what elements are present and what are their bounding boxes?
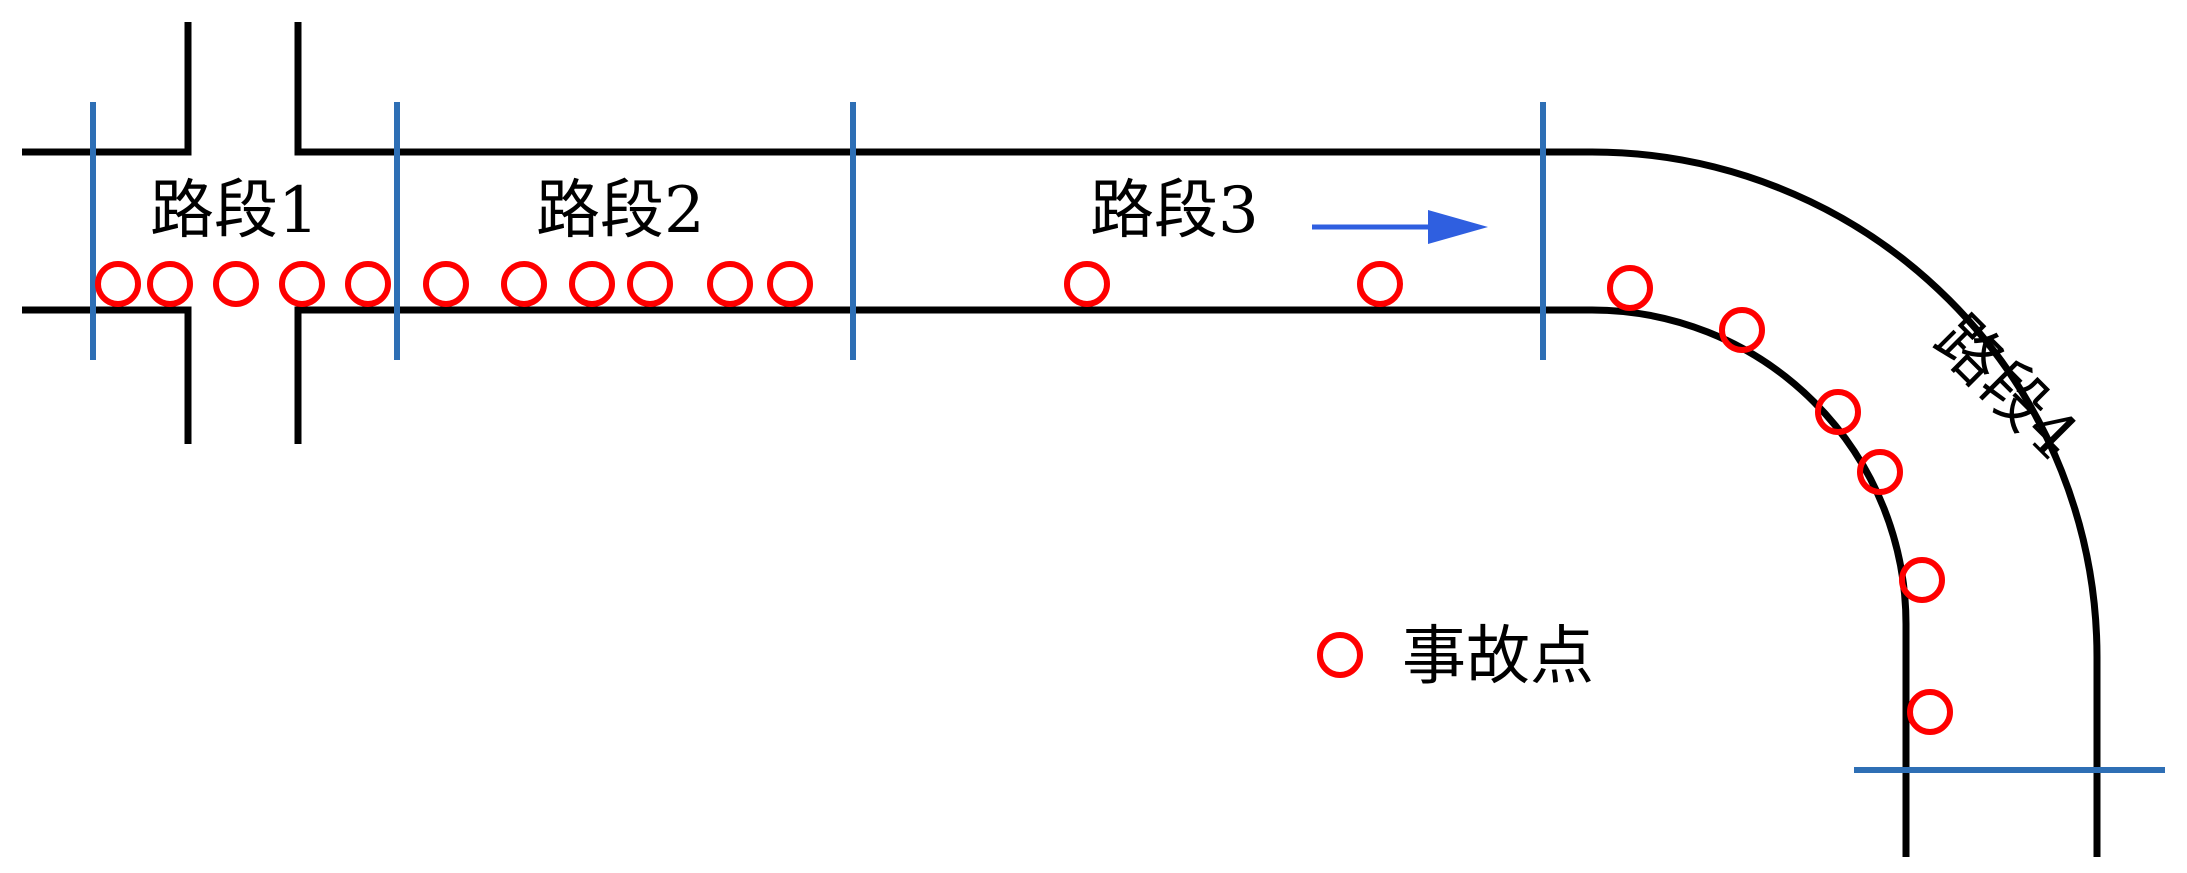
accident-point [213,261,259,307]
accident-point [1815,389,1861,435]
accident-point [147,261,193,307]
segment-dividers [90,102,2165,773]
road-bottom-edge-left [22,306,192,444]
road-top-edge-left [22,22,192,156]
legend: 事故点 [1317,620,1594,694]
accident-point [1357,261,1403,307]
accident-point [627,261,673,307]
accident-point [1907,689,1953,735]
segment-label-3: 路段3 [1090,174,1259,248]
legend-accident-marker [1317,632,1363,678]
road-top-edge [294,22,2101,857]
accident-point [569,261,615,307]
accident-point [1064,261,1110,307]
accident-point [1899,557,1945,603]
accident-point [95,261,141,307]
accident-point [1607,265,1653,311]
accident-point [423,261,469,307]
segment-label-1: 路段1 [150,174,319,248]
legend-label: 事故点 [1402,620,1594,694]
segment-label-4: 路段4 [1920,303,2092,475]
accident-points [95,261,1953,735]
accident-point [707,261,753,307]
accident-point [345,261,391,307]
accident-point [767,261,813,307]
accident-point [279,261,325,307]
direction-arrow-icon [1312,210,1488,244]
accident-point [1719,307,1765,353]
accident-point [1857,449,1903,495]
segment-label-2: 路段2 [536,174,705,248]
road-edges [22,22,2101,857]
accident-point [501,261,547,307]
road-bottom-edge [294,306,1910,857]
